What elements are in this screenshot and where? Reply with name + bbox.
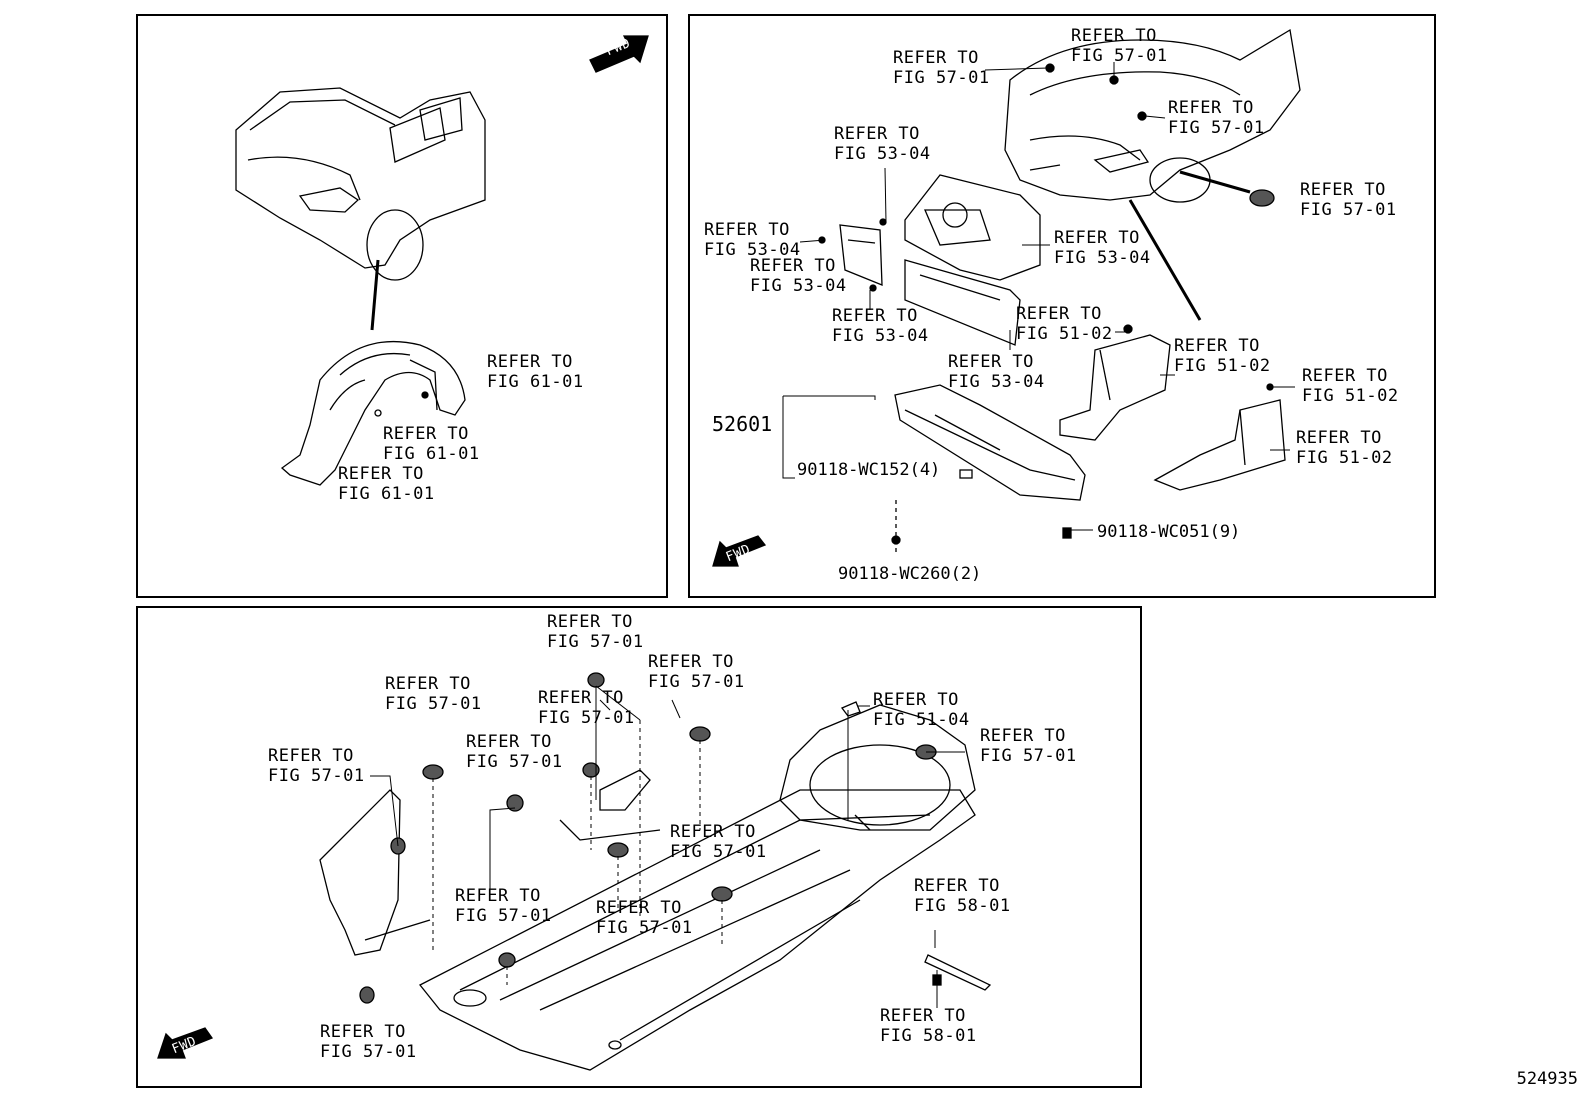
side-duct — [839, 224, 883, 286]
illustration-id: 524935 — [1516, 1069, 1578, 1089]
engine-under-cover — [891, 384, 1086, 555]
leader-lines-bottom — [370, 685, 965, 1008]
radiator-support-upper — [904, 174, 1041, 281]
fwd-arrow-icon — [712, 535, 767, 567]
grommet-icons — [359, 672, 937, 1004]
fwd-arrow-icon — [157, 1027, 214, 1059]
part-number-bolt[interactable]: 90118-WC051(9) — [1097, 522, 1241, 542]
part-number-bolt[interactable]: 90118-WC260(2) — [838, 564, 982, 584]
panel-fender-liner — [136, 14, 668, 598]
panel-floor-undercover — [136, 606, 1142, 1088]
bracket-rear — [924, 954, 992, 991]
leader-lines-top-right — [782, 62, 1295, 531]
side-skirt-left — [319, 789, 431, 956]
part-number-bolt[interactable]: 90118-WC152(4) — [797, 460, 941, 480]
fender-liner — [280, 341, 466, 486]
vehicle-outline-front — [1004, 28, 1301, 321]
clip-icons — [818, 63, 1275, 539]
vehicle-outline-left — [235, 87, 486, 331]
center-tunnel-cover — [559, 769, 661, 841]
rear-floor-cover — [779, 704, 976, 831]
panel-front-engine-cover — [688, 14, 1436, 598]
part-number-main[interactable]: 52601 — [712, 412, 773, 436]
fwd-arrow-icon — [589, 35, 649, 73]
side-cover-rear — [1153, 399, 1286, 491]
radiator-support-lower — [904, 259, 1021, 346]
side-cover-front — [1059, 334, 1171, 441]
